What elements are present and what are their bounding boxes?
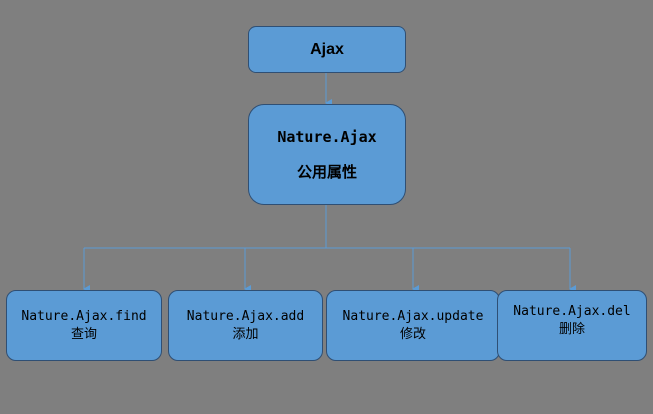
node-add: Nature.Ajax.add 添加 <box>168 290 323 361</box>
node-add-title: Nature.Ajax.add <box>186 308 305 324</box>
node-del-subtitle: 删除 <box>558 321 585 337</box>
node-update-title: Nature.Ajax.update <box>342 308 484 324</box>
node-del: Nature.Ajax.del 删除 <box>497 290 647 361</box>
node-ajax: Ajax <box>248 26 406 73</box>
node-find-subtitle: 查询 <box>70 326 97 342</box>
node-find: Nature.Ajax.find 查询 <box>6 290 162 361</box>
node-update-subtitle: 修改 <box>399 326 426 342</box>
node-nature-ajax-subtitle: 公用属性 <box>296 162 357 181</box>
node-nature-ajax-title: Nature.Ajax <box>277 128 377 147</box>
node-find-title: Nature.Ajax.find <box>21 308 147 324</box>
node-del-title: Nature.Ajax.del <box>513 304 631 319</box>
node-ajax-label: Ajax <box>310 40 344 58</box>
node-update: Nature.Ajax.update 修改 <box>326 290 500 361</box>
node-add-subtitle: 添加 <box>232 326 259 342</box>
node-nature-ajax: Nature.Ajax 公用属性 <box>248 104 406 205</box>
